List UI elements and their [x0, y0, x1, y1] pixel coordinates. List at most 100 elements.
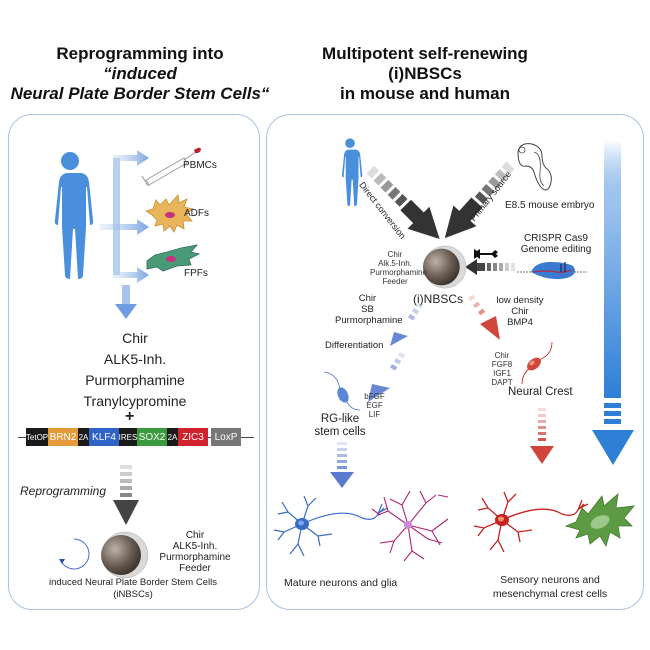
factor-item: FGF8 — [491, 360, 513, 369]
transgene-construct: TetOP BRN2 2A KLF4 IRES SOX2 2A ZIC3 Lox… — [26, 428, 241, 446]
mouse-embryo-icon — [517, 143, 552, 191]
human-figure-icon — [341, 138, 363, 207]
condition-item: BMP4 — [507, 317, 533, 328]
rg-factors: bFGF EGF LIF — [362, 392, 387, 419]
plus-sign: + — [125, 408, 135, 425]
left-title-line2: “induced — [103, 64, 177, 83]
sensory-neurons-label: Sensory neurons and mesenchymal crest ce… — [480, 573, 620, 601]
factor-item: bFGF — [364, 392, 385, 401]
rg-label-line1: RG-like — [320, 413, 360, 425]
blue-neuron-icon — [273, 495, 389, 557]
culture-item: Chir — [185, 530, 205, 541]
condition-item: low density — [496, 295, 544, 306]
construct-element-zic3: ZIC3 — [178, 428, 208, 446]
culture-item: Alk.5-Inh. — [378, 259, 412, 268]
left-panel-title: Reprogramming into “induced Neural Plate… — [0, 44, 280, 104]
rg-cell-icon — [323, 371, 361, 411]
cas9-icon — [517, 262, 587, 280]
culture-item: Purmorphamine — [370, 268, 427, 277]
stem-cell-sphere-icon — [101, 531, 149, 579]
cocktail-item: Chir — [122, 330, 148, 346]
branch-arrows — [100, 150, 149, 283]
crispr-line2: Genome editing — [520, 244, 592, 255]
red-neuron-icon — [473, 491, 589, 553]
nc-arrow — [468, 294, 500, 340]
wrench-icon — [474, 249, 498, 259]
condition-item: Purmorphamine — [335, 315, 403, 326]
inbsc-name-line1: induced Neural Plate Border Stem Cells — [49, 577, 217, 588]
differentiation-label: Differentiation — [325, 340, 384, 351]
nc-factors: Chir FGF8 IGF1 DAPT — [490, 351, 514, 387]
construct-element-tetop: TetOP — [26, 428, 48, 446]
source-label-adfs: ADFs — [184, 208, 209, 219]
construct-element-2a: 2A — [167, 428, 178, 446]
construct-element-brn2: BRN2 — [48, 428, 78, 446]
rg-conditions: Chir SB Purmorphamine — [335, 293, 403, 326]
self-renewal-arrow-icon — [59, 538, 90, 570]
rg-stem-cell-label: RG-like stem cells — [310, 413, 370, 439]
inbsc-name-line2: (iNBSCs) — [113, 589, 153, 600]
right-title-line1: Multipotent self-renewing — [322, 44, 528, 63]
factor-item: LIF — [368, 410, 381, 419]
embryo-label: E8.5 mouse embryo — [505, 200, 595, 211]
astrocyte-fibroblast-icon — [145, 194, 194, 233]
cocktail-item: ALK5-Inh. — [103, 351, 167, 367]
mesenchymal-cell-icon — [564, 493, 635, 547]
construct-element-loxp: LoxP — [211, 428, 241, 446]
right-panel-title: Multipotent self-renewing (i)NBSCs in mo… — [300, 44, 550, 104]
reprogramming-label: Reprogramming — [20, 484, 107, 498]
construct-element-sox2: SOX2 — [137, 428, 167, 446]
syringe-icon — [141, 147, 201, 187]
culture-item: Chir — [387, 250, 403, 259]
development-arrow — [592, 140, 634, 465]
direct-conversion-arrow — [366, 165, 440, 239]
construct-element-2a: 2A — [78, 428, 89, 446]
left-title-line1: Reprogramming into — [56, 44, 224, 63]
left-title-line3: Neural Plate Border Stem Cells“ — [10, 84, 270, 103]
construct-element-klf4: KLF4 — [89, 428, 119, 446]
factor-item: EGF — [366, 401, 383, 410]
nc-to-sensory-arrow — [530, 408, 554, 464]
nbsc-sphere-icon — [422, 245, 467, 289]
cocktail-item: Tranylcypromine — [83, 393, 187, 409]
culture-item: Feeder — [179, 563, 211, 574]
nbsc-label: (i)NBSCs — [413, 292, 463, 306]
inbsc-name: induced Neural Plate Border Stem Cells (… — [18, 577, 248, 601]
down-arrow — [115, 285, 137, 319]
sensory-line2: mesenchymal crest cells — [492, 588, 608, 600]
culture-item: Purmorphamine — [159, 552, 231, 563]
neural-crest-cell-icon — [521, 341, 553, 385]
factor-item: DAPT — [491, 378, 513, 387]
factor-item: Chir — [494, 351, 510, 360]
right-culture-conditions: Chir Alk.5-Inh. Purmorphamine Feeder — [370, 250, 427, 286]
rg-to-neuron-arrow — [330, 442, 354, 488]
condition-item: Chir — [511, 306, 529, 317]
neural-crest-label: Neural Crest — [508, 386, 573, 398]
nc-conditions: low density Chir BMP4 — [490, 295, 550, 328]
glia-icon — [371, 490, 449, 562]
construct-element-ires: IRES — [119, 428, 137, 446]
development-label: Development — [591, 300, 605, 376]
human-figure-icon — [54, 152, 94, 279]
source-label-fpfs: FPFs — [184, 268, 208, 279]
primary-source-arrow — [444, 161, 515, 239]
left-panel — [8, 114, 260, 610]
crispr-line1: CRISPR Cas9 — [524, 233, 588, 244]
factor-item: IGF1 — [493, 369, 511, 378]
rg-label-line2: stem cells — [314, 426, 366, 438]
sensory-line1: Sensory neurons and — [500, 574, 600, 586]
right-title-line3: in mouse and human — [339, 84, 511, 103]
crispr-label: CRISPR Cas9 Genome editing — [516, 233, 596, 255]
left-culture-conditions: Chir ALK5-Inh. Purmorphamine Feeder — [155, 530, 235, 574]
condition-item: Chir — [358, 293, 377, 304]
right-title-line2: (i)NBSCs — [388, 64, 462, 83]
source-label-pbmcs: PBMCs — [183, 160, 217, 171]
fibroblast-icon — [146, 244, 201, 272]
crispr-arrow — [465, 259, 515, 275]
culture-item: Feeder — [382, 277, 408, 286]
culture-item: ALK5-Inh. — [172, 541, 218, 552]
reprogramming-arrow — [113, 465, 139, 525]
reprogramming-cocktail: Chir ALK5-Inh. Purmorphamine Tranylcypro… — [40, 328, 230, 412]
mature-neurons-label: Mature neurons and glia — [284, 577, 398, 589]
rg-arrow — [368, 301, 424, 402]
